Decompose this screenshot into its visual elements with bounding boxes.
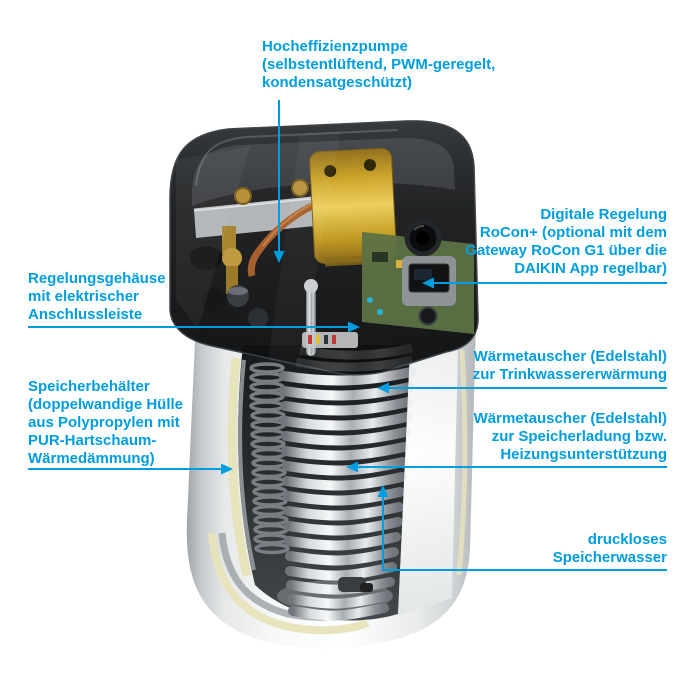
leader-line — [382, 495, 667, 571]
leader-storage-water — [377, 485, 667, 571]
label-hx-dhw: Wärmetauscher (Edelstahl) zur Trinkwasse… — [472, 348, 667, 383]
arrowhead-icon — [273, 251, 285, 263]
brass-fittings — [222, 179, 309, 294]
glass-reflection — [176, 132, 414, 372]
tank-shell-front — [398, 348, 458, 616]
arrowhead-icon — [377, 485, 389, 497]
leader-storage-tank — [28, 463, 233, 475]
arrowhead-icon — [377, 382, 389, 394]
label-pump: Hocheffizienzpumpe (selbstentlüftend, PW… — [262, 38, 496, 91]
leader-hx-dhw — [377, 382, 667, 394]
label-hx-charging: Wärmetauscher (Edelstahl) zur Speicherla… — [473, 410, 667, 463]
terminal-strip — [302, 332, 358, 348]
label-storage-water: druckloses Speicherwasser — [552, 531, 667, 566]
drain-fitting — [338, 577, 373, 592]
spiral-coil-heat-exchanger — [279, 367, 416, 621]
label-control-housing: Regelungsgehäuse mit elektrischer Anschl… — [28, 270, 166, 323]
label-digital-control: Digitale Regelung RoCon+ (optional mit d… — [465, 206, 667, 277]
rotary-knob — [418, 306, 438, 326]
label-storage-tank: Speicherbehälter (doppelwandige Hülle au… — [28, 378, 184, 467]
leader-lines — [28, 100, 667, 571]
leader-pump — [273, 100, 285, 263]
arrowhead-icon — [346, 461, 358, 473]
arrowhead-icon — [221, 463, 233, 475]
arrowhead-icon — [422, 277, 434, 289]
leader-digital-control — [422, 277, 667, 289]
leader-control-housing — [28, 321, 360, 333]
arrowhead-icon — [348, 321, 360, 333]
leader-hx-charging — [346, 461, 667, 473]
control-display — [402, 219, 456, 326]
copper-pipe — [247, 202, 314, 277]
